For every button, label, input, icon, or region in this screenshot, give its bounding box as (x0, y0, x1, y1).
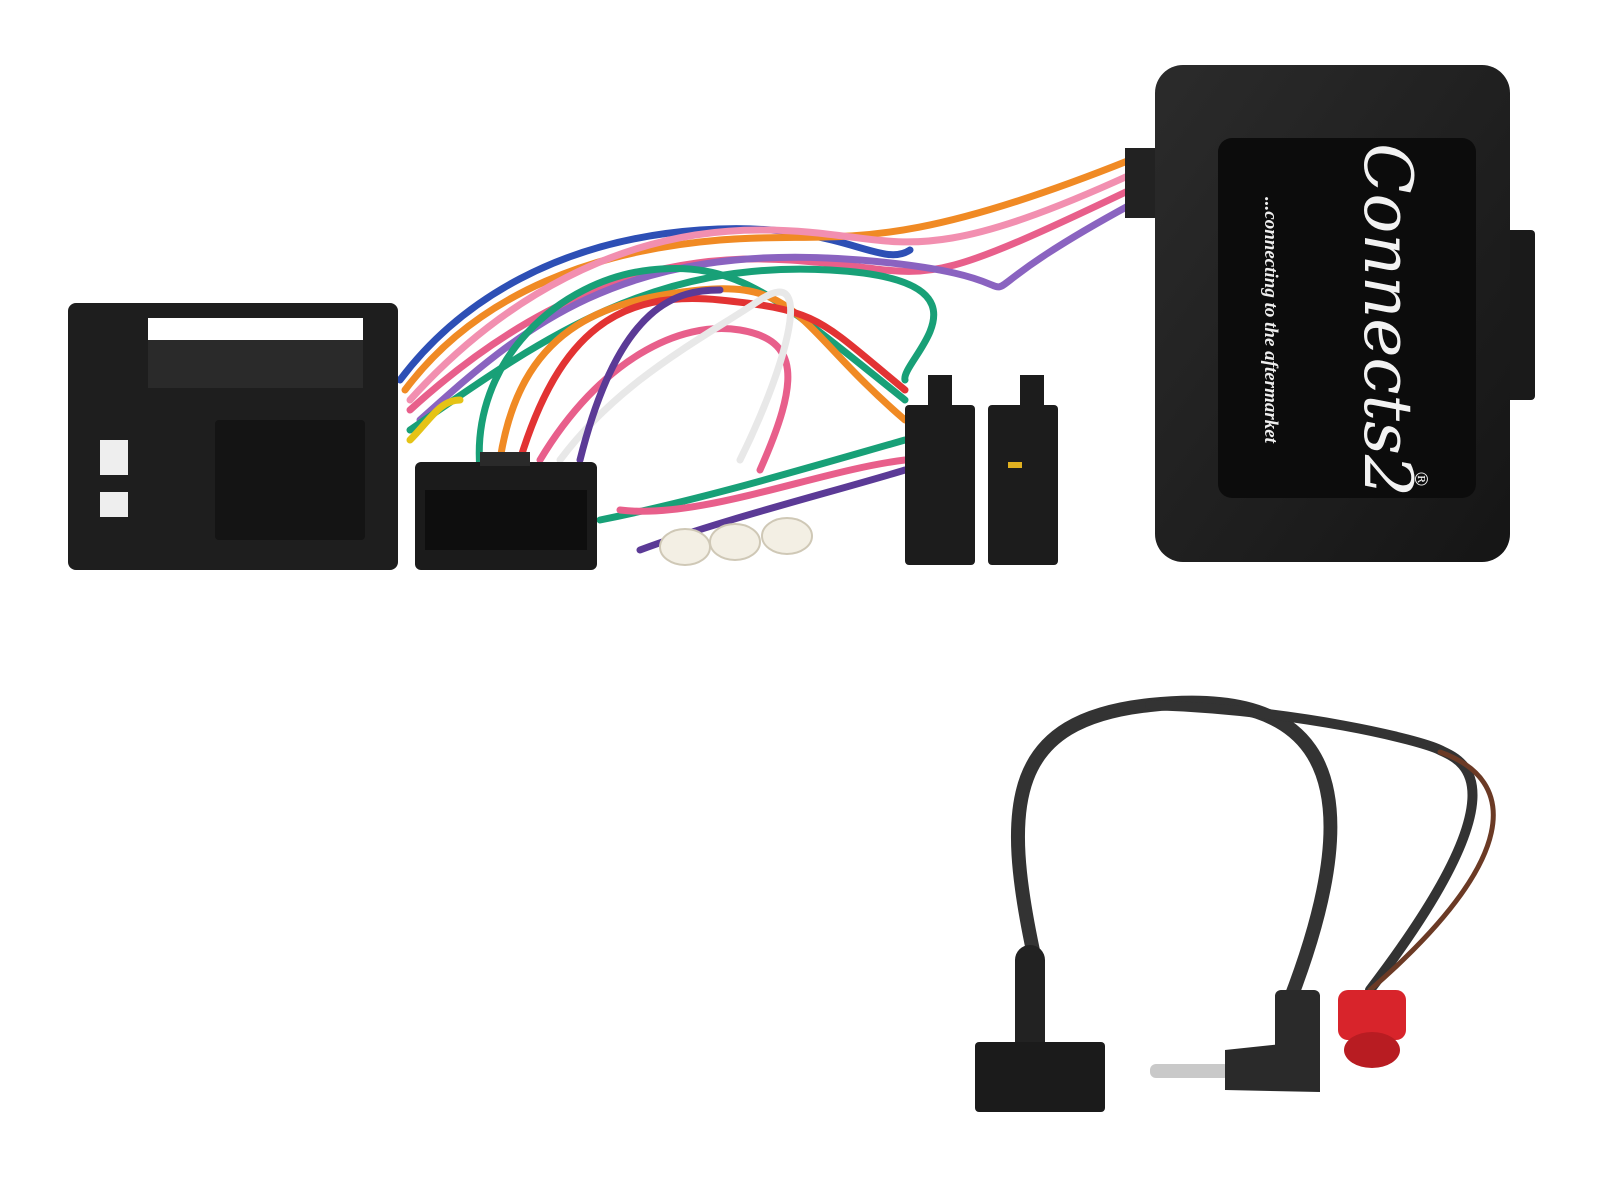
ring-terminals (659, 517, 813, 566)
interface-box: Connects2 ® ...connecting to the afterma… (1125, 65, 1535, 562)
steering-lead (1010, 695, 1496, 1060)
24-pin-connector (415, 452, 597, 570)
tagline: ...connecting to the aftermarket (1260, 197, 1281, 444)
wire-bundle (396, 156, 1134, 554)
antenna-plug (1338, 990, 1406, 1068)
brand-logo: Connects2 (1349, 143, 1426, 497)
quadlock-connector (68, 303, 398, 570)
lead-connector (975, 1042, 1105, 1112)
iso-connectors (905, 375, 1058, 565)
jack-plug (1150, 990, 1320, 1092)
registered-mark: ® (1410, 470, 1431, 488)
